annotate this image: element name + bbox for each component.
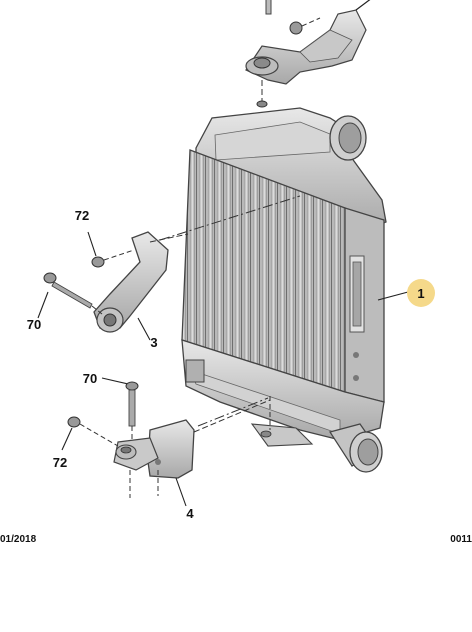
bolt-70-lower bbox=[101, 377, 139, 442]
footer-code: 0011 bbox=[450, 534, 472, 545]
top-mount-bracket bbox=[245, 0, 371, 108]
callout-label-72-upper: 72 bbox=[75, 208, 89, 223]
intercooler-assembly bbox=[181, 107, 387, 473]
callout-label-3: 3 bbox=[150, 335, 157, 350]
alignment-line bbox=[159, 195, 301, 241]
bolt-70-upper bbox=[37, 272, 103, 319]
leader-line-1 bbox=[377, 291, 409, 301]
alignment-line bbox=[197, 397, 269, 427]
upper-side-bracket bbox=[93, 231, 189, 333]
callout-label-70-upper: 70 bbox=[27, 317, 41, 332]
callout-highlight bbox=[407, 279, 435, 307]
leader-line-4 bbox=[175, 477, 187, 507]
bolt-72-upper bbox=[87, 231, 135, 268]
callout-label-72-lower: 72 bbox=[53, 455, 67, 470]
callout-label-1: 1 bbox=[417, 286, 424, 301]
callout-label-70-lower: 70 bbox=[83, 371, 97, 386]
bolt-72-lower bbox=[61, 416, 119, 451]
leader-line-3 bbox=[137, 317, 151, 341]
callout-label-4: 4 bbox=[186, 506, 194, 521]
lower-side-bracket bbox=[113, 396, 271, 498]
footer-date: 01/2018 bbox=[0, 534, 37, 545]
